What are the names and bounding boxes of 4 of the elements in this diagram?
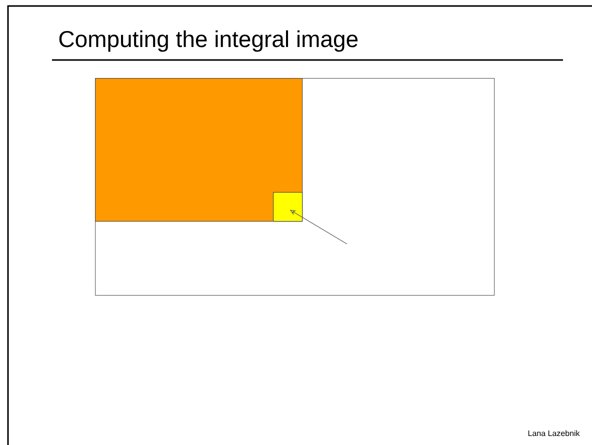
region-rectangle <box>95 78 303 222</box>
author-credit: Lana Lazebnik <box>528 430 580 436</box>
pixel-square <box>273 192 303 222</box>
slide-title: Computing the integral image <box>59 30 358 52</box>
